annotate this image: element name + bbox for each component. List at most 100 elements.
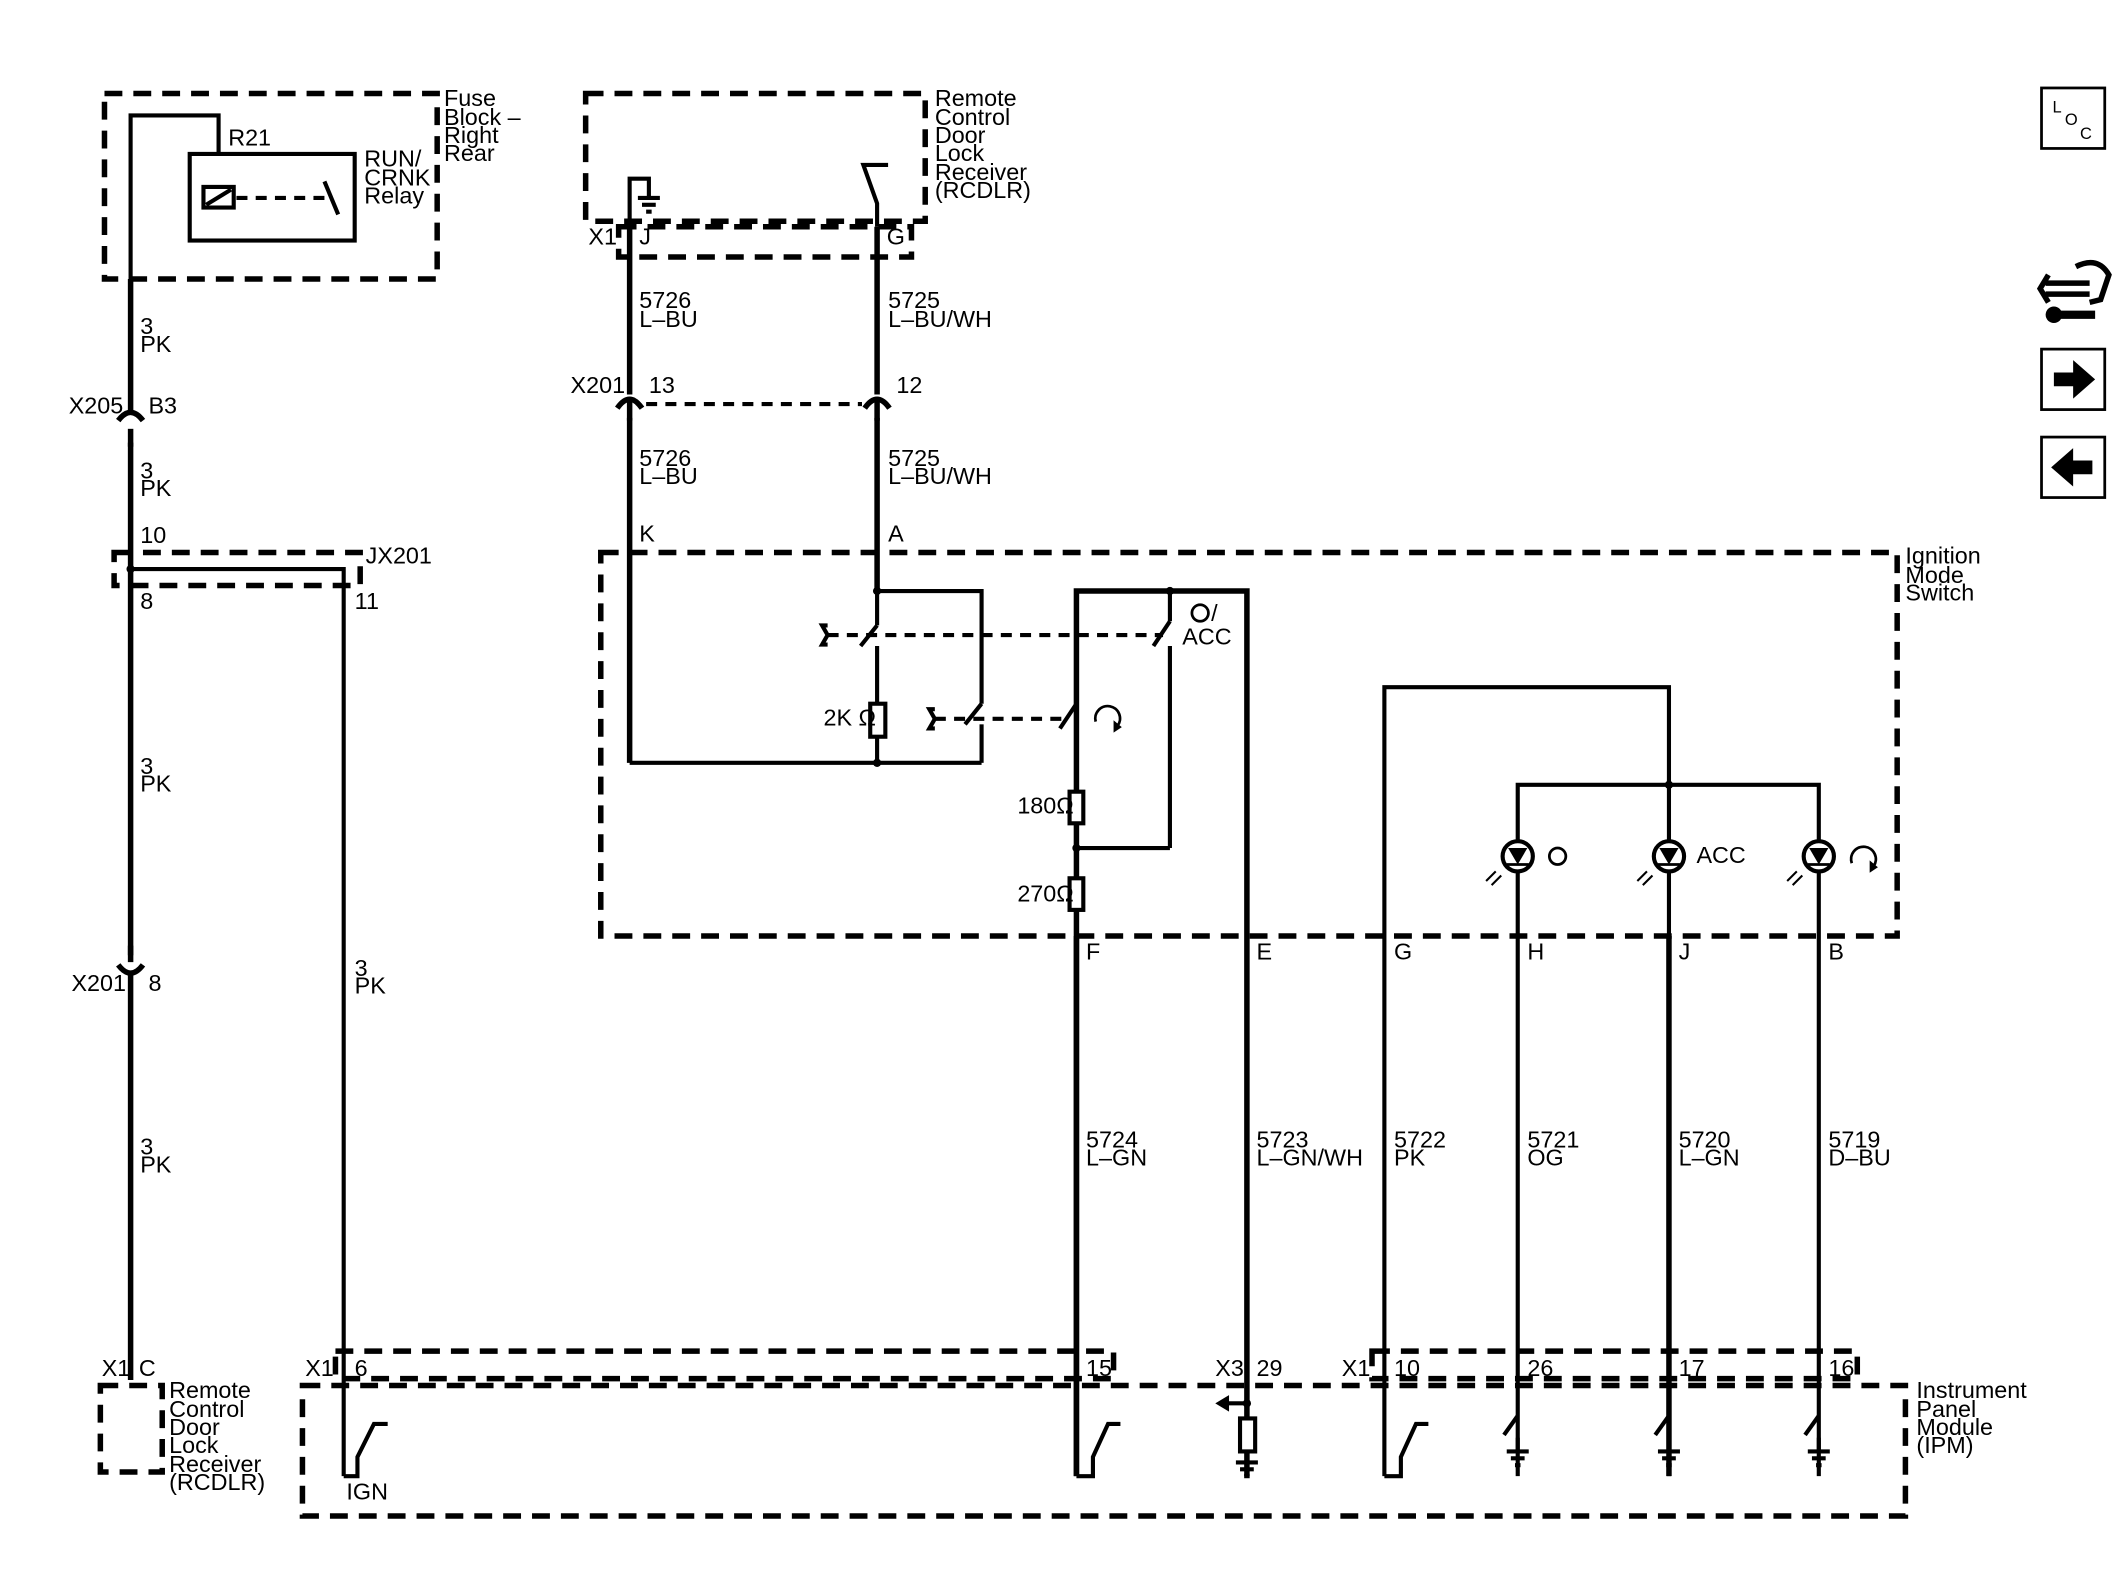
rcdlr-bottom: X1 C Remote Control Door Lock Receiver (… xyxy=(97,1355,265,1495)
diagram-label: Instrument xyxy=(1916,1377,2027,1403)
diagram-label: 5725 xyxy=(888,287,940,313)
diagram-label: 3 xyxy=(140,457,153,483)
diagram-label: 5725 xyxy=(888,445,940,471)
diagram-label: PK xyxy=(1394,1145,1426,1171)
diagram-label: 5722 xyxy=(1394,1127,1446,1153)
diagram-label: (RCDLR) xyxy=(935,177,1031,203)
diagram-label: G xyxy=(1394,938,1412,964)
diagram-label: 26 xyxy=(1527,1355,1553,1381)
diagram-label: 29 xyxy=(1257,1355,1283,1381)
led-run xyxy=(1786,839,1878,886)
diagram-label: Rear xyxy=(444,140,495,166)
diagram-label: 10 xyxy=(140,522,166,548)
diagram-label: Panel xyxy=(1916,1396,1976,1422)
arrow-left-icon[interactable] xyxy=(2040,435,2107,499)
diagram-label: Fuse xyxy=(444,85,496,111)
diagram-label: (RCDLR) xyxy=(169,1469,265,1495)
diagram-label: 6 xyxy=(355,1355,368,1381)
rcdlr-to-switch-wires: 5726 L–BU 5725 L–BU/WH X201 13 12 5726 L… xyxy=(571,226,992,763)
diagram-label: X1 xyxy=(1342,1355,1371,1381)
diagram-label: A xyxy=(888,521,904,547)
diagram-label: Lock xyxy=(935,140,985,166)
diagram-label: 270Ω xyxy=(1017,881,1073,907)
led-acc: ACC xyxy=(1636,839,1746,886)
diagram-label: 8 xyxy=(140,588,153,614)
diagram-label: L–GN xyxy=(1086,1145,1147,1171)
diagram-label: Right xyxy=(444,122,499,148)
diagram-label: JX201 xyxy=(366,543,432,569)
diagram-label: Receiver xyxy=(169,1451,261,1477)
diagram-label: Relay xyxy=(364,182,424,208)
diagram-label: 5723 xyxy=(1257,1127,1309,1153)
diagram-label: ACC xyxy=(1182,624,1231,650)
diagram-label: CRNK xyxy=(364,165,431,191)
diagram-label: 3 xyxy=(140,753,153,779)
diagram-label: Door xyxy=(935,122,986,148)
diagram-label: Ignition xyxy=(1905,543,1980,569)
diagram-label: F xyxy=(1086,938,1100,964)
diagram-label: G xyxy=(887,224,905,250)
diagram-label: (IPM) xyxy=(1916,1432,1973,1458)
diagram-label: Block – xyxy=(444,104,521,130)
diagram-label: Door xyxy=(169,1414,220,1440)
diagram-label: Lock xyxy=(169,1432,219,1458)
diagram-label: OG xyxy=(1527,1145,1563,1171)
diagram-label: 180Ω xyxy=(1017,793,1073,819)
diagram-label: J xyxy=(1679,938,1691,964)
diagram-label: Remote xyxy=(169,1377,251,1403)
diagram-label: L–BU/WH xyxy=(888,463,992,489)
diagram-label: L–BU xyxy=(639,306,697,332)
run-crnk-relay: R21 RUN/ CRNK Relay xyxy=(187,125,431,243)
diagram-label: 8 xyxy=(148,970,161,996)
diagram-label: 15 xyxy=(1086,1355,1112,1381)
diagram-label: Control xyxy=(169,1396,244,1422)
diagram-label: B3 xyxy=(148,393,177,419)
diagram-label: PK xyxy=(140,475,172,501)
rcdlr-top: Remote Control Door Lock Receiver (RCDLR… xyxy=(582,85,1031,260)
diagram-label: X201 xyxy=(71,970,126,996)
diagram-label: PK xyxy=(140,771,172,797)
diagram-label: L–GN/WH xyxy=(1257,1145,1363,1171)
diagram-label: 13 xyxy=(649,372,675,398)
left-feed-circuit: 3 PK X205 B3 3 PK 10 JX201 8 11 3 PK X20… xyxy=(69,279,432,1477)
ipm-wire-labels: 5724 L–GN 5723 L–GN/WH 5722 PK 5721 OG 5… xyxy=(1086,1127,1891,1171)
diagram-label: 3 xyxy=(355,955,368,981)
diagram-label: 10 xyxy=(1394,1355,1420,1381)
ground-switch-17 xyxy=(1653,1414,1680,1468)
instrument-panel-module: Instrument Panel Module (IPM) X1 6 15 X3… xyxy=(299,1348,2027,1519)
diagram-label: L–BU/WH xyxy=(888,306,992,332)
diagram-label: J xyxy=(639,224,651,250)
diagram-label: Mode xyxy=(1905,562,1963,588)
diagram-label: Module xyxy=(1916,1414,1993,1440)
diagram-label: L xyxy=(2053,99,2062,117)
diagram-label: C xyxy=(2080,125,2092,143)
diagram-label: C xyxy=(139,1355,156,1381)
wrench-connector-icon[interactable] xyxy=(2036,259,2112,323)
loc-button[interactable]: L O C xyxy=(2040,86,2107,150)
diagram-label: PK xyxy=(355,973,387,999)
diagram-label: 5726 xyxy=(639,445,691,471)
diagram-label: X205 xyxy=(69,393,124,419)
arrow-right-icon[interactable] xyxy=(2040,347,2107,411)
diagram-label: 16 xyxy=(1828,1355,1854,1381)
diagram-label: Control xyxy=(935,104,1010,130)
diagram-label: R21 xyxy=(228,125,271,151)
diagram-label: IGN xyxy=(346,1479,388,1505)
diagram-label: 2K Ω xyxy=(823,705,876,731)
diagram-label: 5724 xyxy=(1086,1127,1138,1153)
diagram-label: L–BU xyxy=(639,463,697,489)
diagram-label: X3 xyxy=(1215,1355,1244,1381)
diagram-label: X201 xyxy=(571,372,626,398)
diagram-label: PK xyxy=(140,331,172,357)
diagram-label: Receiver xyxy=(935,159,1027,185)
diagram-label: 5719 xyxy=(1828,1127,1880,1153)
led-off xyxy=(1485,839,1568,886)
diagram-label: / xyxy=(1211,600,1218,626)
diagram-label: PK xyxy=(140,1151,172,1177)
diagram-label: 17 xyxy=(1679,1355,1705,1381)
diagram-label: E xyxy=(1257,938,1273,964)
diagram-label: 3 xyxy=(140,1134,153,1160)
ground-switch-26 xyxy=(1502,1414,1529,1468)
diagram-label: X1 xyxy=(588,224,617,250)
